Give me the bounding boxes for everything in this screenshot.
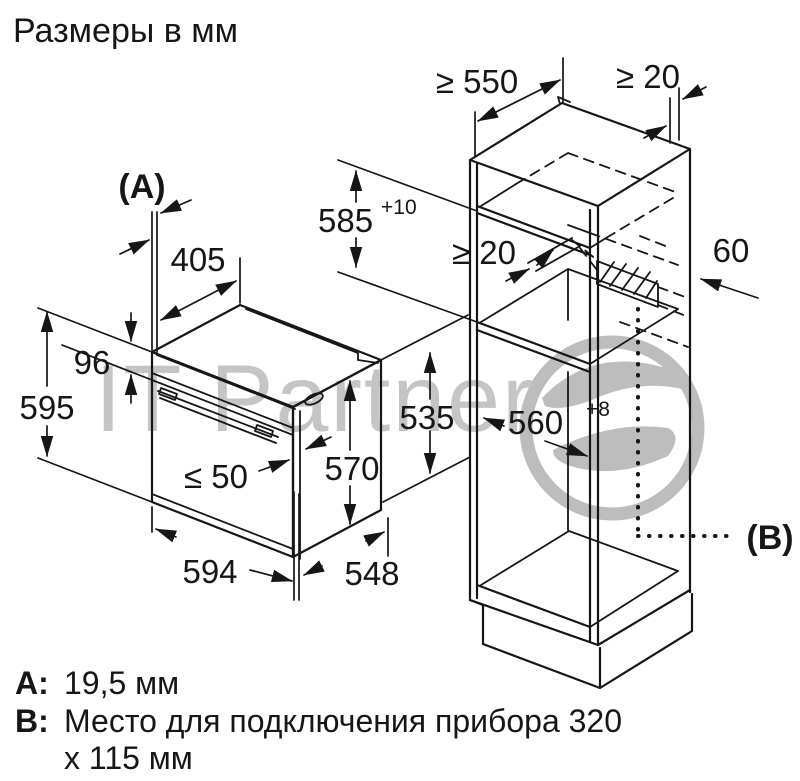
- dim-door-gap-50: [258, 434, 332, 473]
- connection-area-leader: [636, 307, 738, 538]
- dim-label-rear-gap: ≥ 20: [616, 58, 680, 95]
- cabinet-plinth: [468, 592, 694, 690]
- niche-back-edge-hidden: [589, 232, 679, 266]
- oven-right-face: [291, 358, 383, 559]
- dim-label-side-clearance: 60: [713, 232, 750, 269]
- dim-560: [483, 417, 588, 457]
- dim-label-inner-height: 570: [324, 450, 379, 487]
- marker-b-label: (B): [746, 519, 793, 557]
- vent-hatch-border: [596, 260, 659, 308]
- dim-60: [700, 278, 759, 299]
- cabinet-top-face: [468, 101, 692, 208]
- dim-label-panel-height: 96: [74, 344, 111, 381]
- vent-hatch-area: [527, 235, 689, 348]
- dim-405: [160, 257, 241, 321]
- dim-a-marker: [119, 199, 192, 354]
- oven-door-handle: [157, 387, 279, 444]
- dim-585: [337, 159, 478, 323]
- top-compartment-hidden: [515, 152, 679, 239]
- watermark-text: IT Partner: [95, 346, 536, 452]
- dim-550: [474, 57, 564, 158]
- dim-label-niche-width: 560: [508, 404, 563, 441]
- legend-b-key: B:: [15, 703, 49, 739]
- watermark: IT Partner: [95, 335, 705, 521]
- dim-595: [37, 307, 153, 503]
- cabinet-right-panel: [596, 147, 692, 647]
- legend-b-value-cont: х 115 мм: [64, 740, 193, 776]
- dim-label-niche-height: 585: [318, 202, 373, 239]
- dim-label-535: 535: [399, 399, 454, 436]
- vent-gap-lines: [527, 237, 581, 272]
- oven-control-panel-lines: [151, 372, 294, 550]
- dim-label-width: 594: [182, 553, 237, 590]
- legend-a-value: 19,5 мм: [64, 665, 179, 701]
- dim-548: [303, 517, 389, 576]
- page-title: Размеры в мм: [13, 12, 238, 50]
- dim-96: [61, 312, 153, 404]
- dim-label-top-depth: 405: [170, 241, 225, 278]
- dim-label-height: 595: [19, 389, 74, 426]
- legend: A: 19,5 мм B: Место для подключения приб…: [15, 665, 622, 776]
- dim-label-depth-min: ≥ 550: [436, 63, 518, 100]
- legend-a-key: A:: [15, 665, 49, 701]
- niche-back-edge: [567, 224, 591, 234]
- marker-a-label: (A): [118, 168, 165, 206]
- top-compartment-depth: [480, 183, 607, 249]
- vent-hatch-lines: [599, 261, 658, 299]
- cabinet-shelf-top: [475, 204, 592, 257]
- cabinet-shelf-bottom: [475, 320, 592, 374]
- cabinet-left-stile: [468, 158, 479, 602]
- dim-label-niche-height-tol: +10: [381, 196, 417, 219]
- watermark-logo-icon: [519, 335, 705, 521]
- dim-594: [151, 491, 300, 601]
- cabinet-floor-surface: [480, 530, 679, 628]
- cabinet-bottom: [468, 583, 600, 647]
- dim-535: [380, 314, 471, 503]
- oven-grip-slot: [304, 392, 324, 406]
- oven-drawing: [150, 303, 383, 560]
- dim-label-niche-width-tol: +8: [586, 398, 610, 421]
- dim-label-body-depth: 548: [344, 555, 399, 592]
- dim-rear-gap-20: [643, 84, 707, 144]
- dim-label-door-gap: ≤ 50: [184, 458, 248, 495]
- dim-label-vent-gap: ≥ 20: [452, 234, 516, 271]
- dim-vent-gap-20: [505, 249, 554, 284]
- oven-top-rear-lip: [245, 308, 379, 364]
- legend-b-value: Место для подключения прибора 320: [64, 703, 622, 739]
